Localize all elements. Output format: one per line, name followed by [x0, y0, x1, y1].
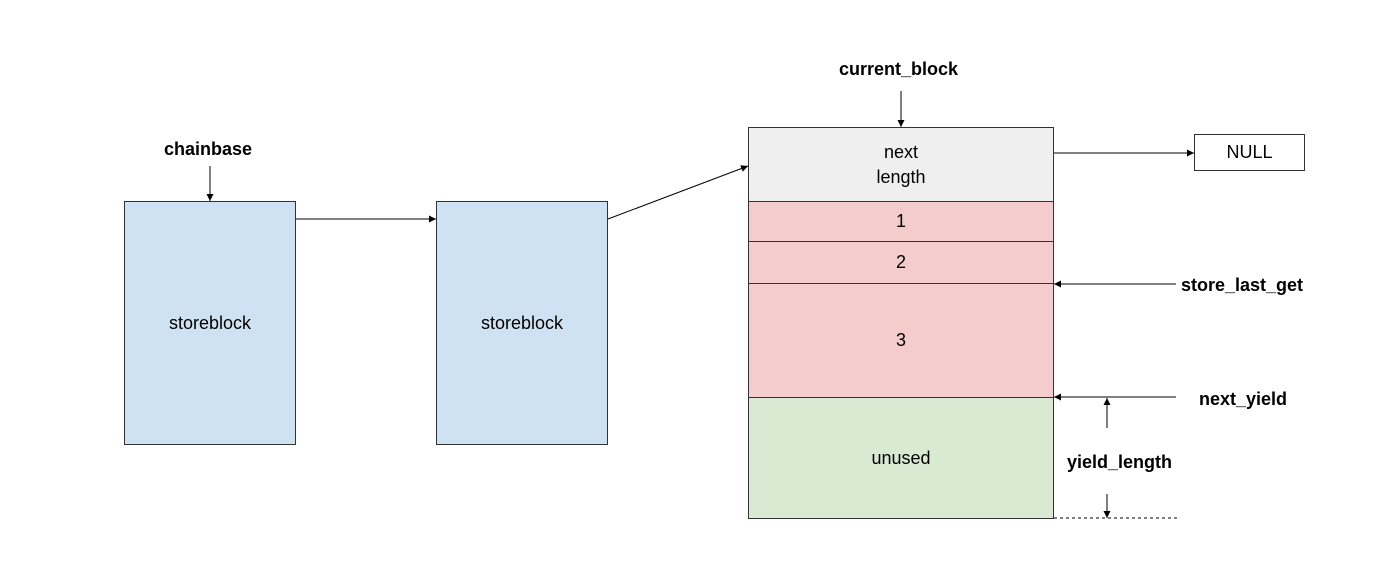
- current-block-header: next length: [748, 127, 1054, 202]
- unused-region: unused: [748, 397, 1054, 519]
- null-label: NULL: [1226, 142, 1273, 162]
- storeblock-1-label: storeblock: [168, 312, 252, 333]
- row-3-label: 3: [895, 330, 906, 350]
- row-1: 1: [748, 201, 1054, 242]
- null-box: NULL: [1194, 134, 1305, 171]
- row-2: 2: [748, 241, 1054, 284]
- row-3: 3: [748, 283, 1054, 398]
- unused-label: unused: [871, 447, 931, 468]
- storeblock-2-label: storeblock: [480, 312, 564, 333]
- storeblock-2: storeblock: [436, 201, 608, 445]
- storeblock2-to-current-arrow: [607, 165, 749, 220]
- row-1-label: 1: [895, 211, 906, 231]
- current-block-label: current_block: [839, 59, 959, 79]
- store-last-get-label: store_last_get: [1181, 275, 1304, 295]
- header-next-field: next: [883, 141, 918, 162]
- chainbase-label: chainbase: [164, 139, 253, 159]
- next-yield-label: next_yield: [1199, 389, 1288, 409]
- storeblock-1: storeblock: [124, 201, 296, 445]
- yield-length-label: yield_length: [1067, 452, 1173, 472]
- header-length-field: length: [876, 166, 926, 187]
- row-2-label: 2: [895, 252, 906, 272]
